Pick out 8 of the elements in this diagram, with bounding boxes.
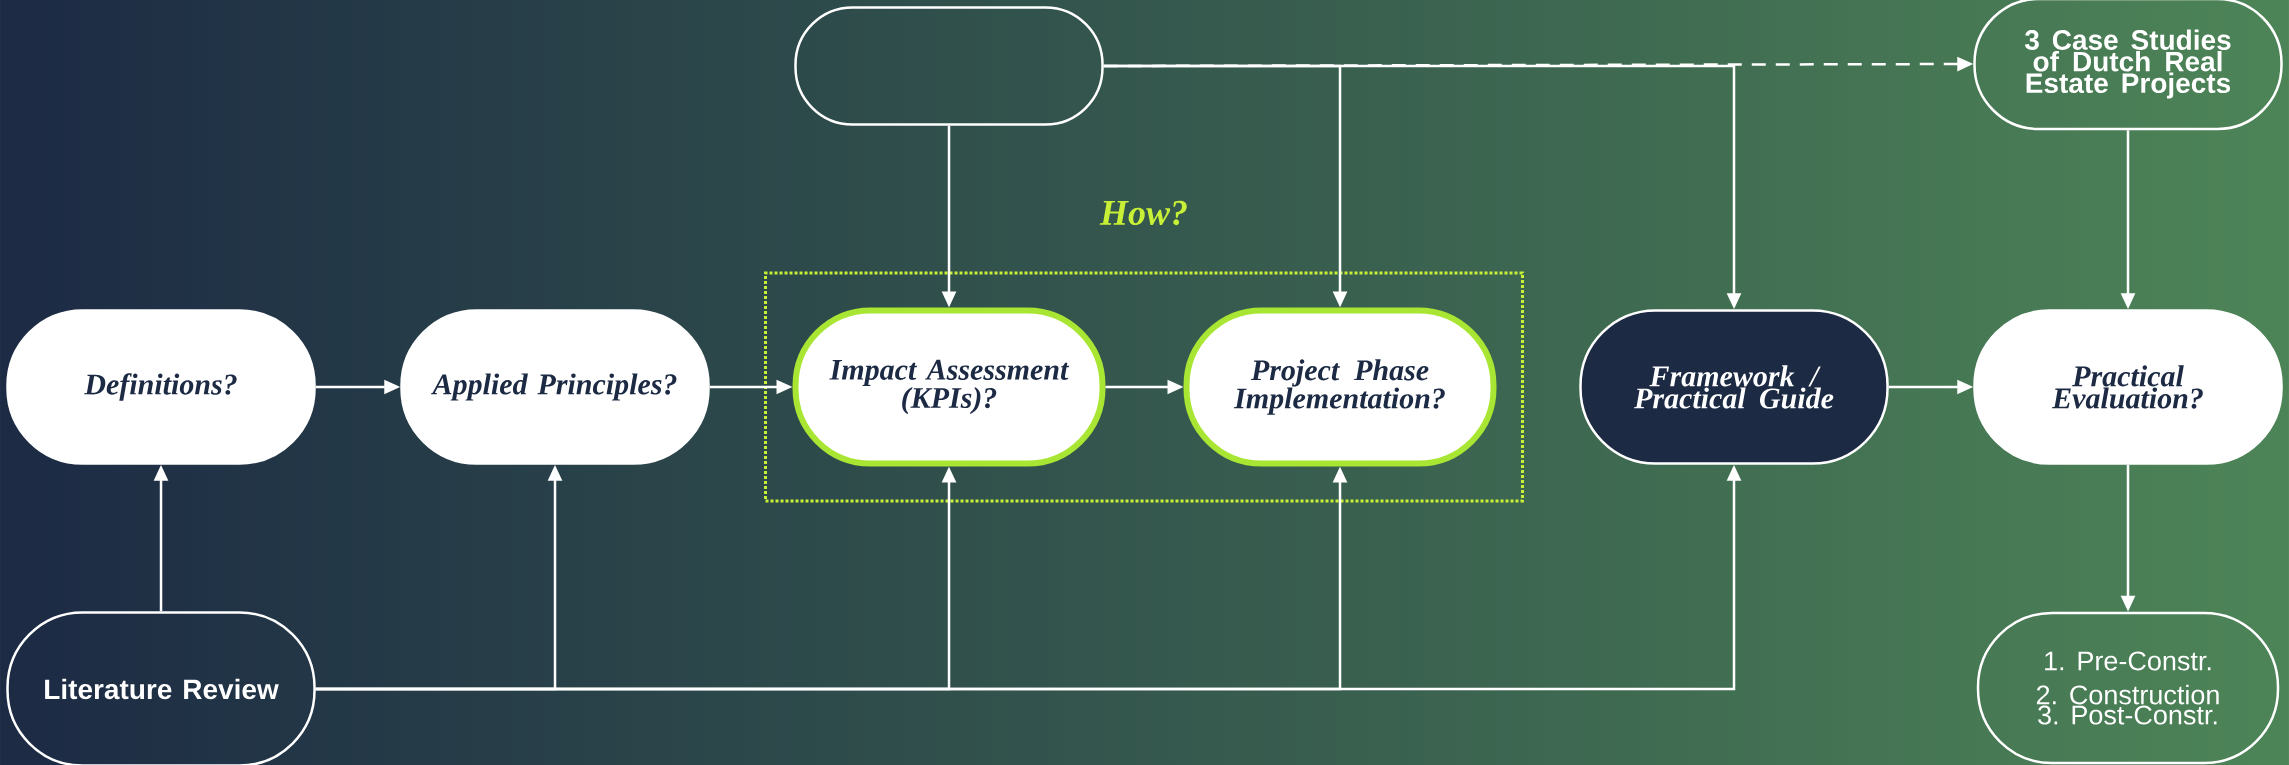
rounded-box <box>794 6 1104 126</box>
highlighted-box: Impact Assessment (KPIs)? <box>792 307 1106 467</box>
list-box: 1. Pre-Constr. 2. Construction 3. Post-Constr. <box>1976 611 2280 765</box>
rounded-box: Literature Review <box>6 611 316 765</box>
rounded-box: 3 Case Studies of Dutch Real Estate Projects <box>1973 0 2283 131</box>
highlighted-box: Project Phase Implementation? <box>1183 307 1497 467</box>
rounded-box: Practical Evaluation? <box>1973 309 2283 465</box>
heading: How? <box>1099 200 1187 226</box>
